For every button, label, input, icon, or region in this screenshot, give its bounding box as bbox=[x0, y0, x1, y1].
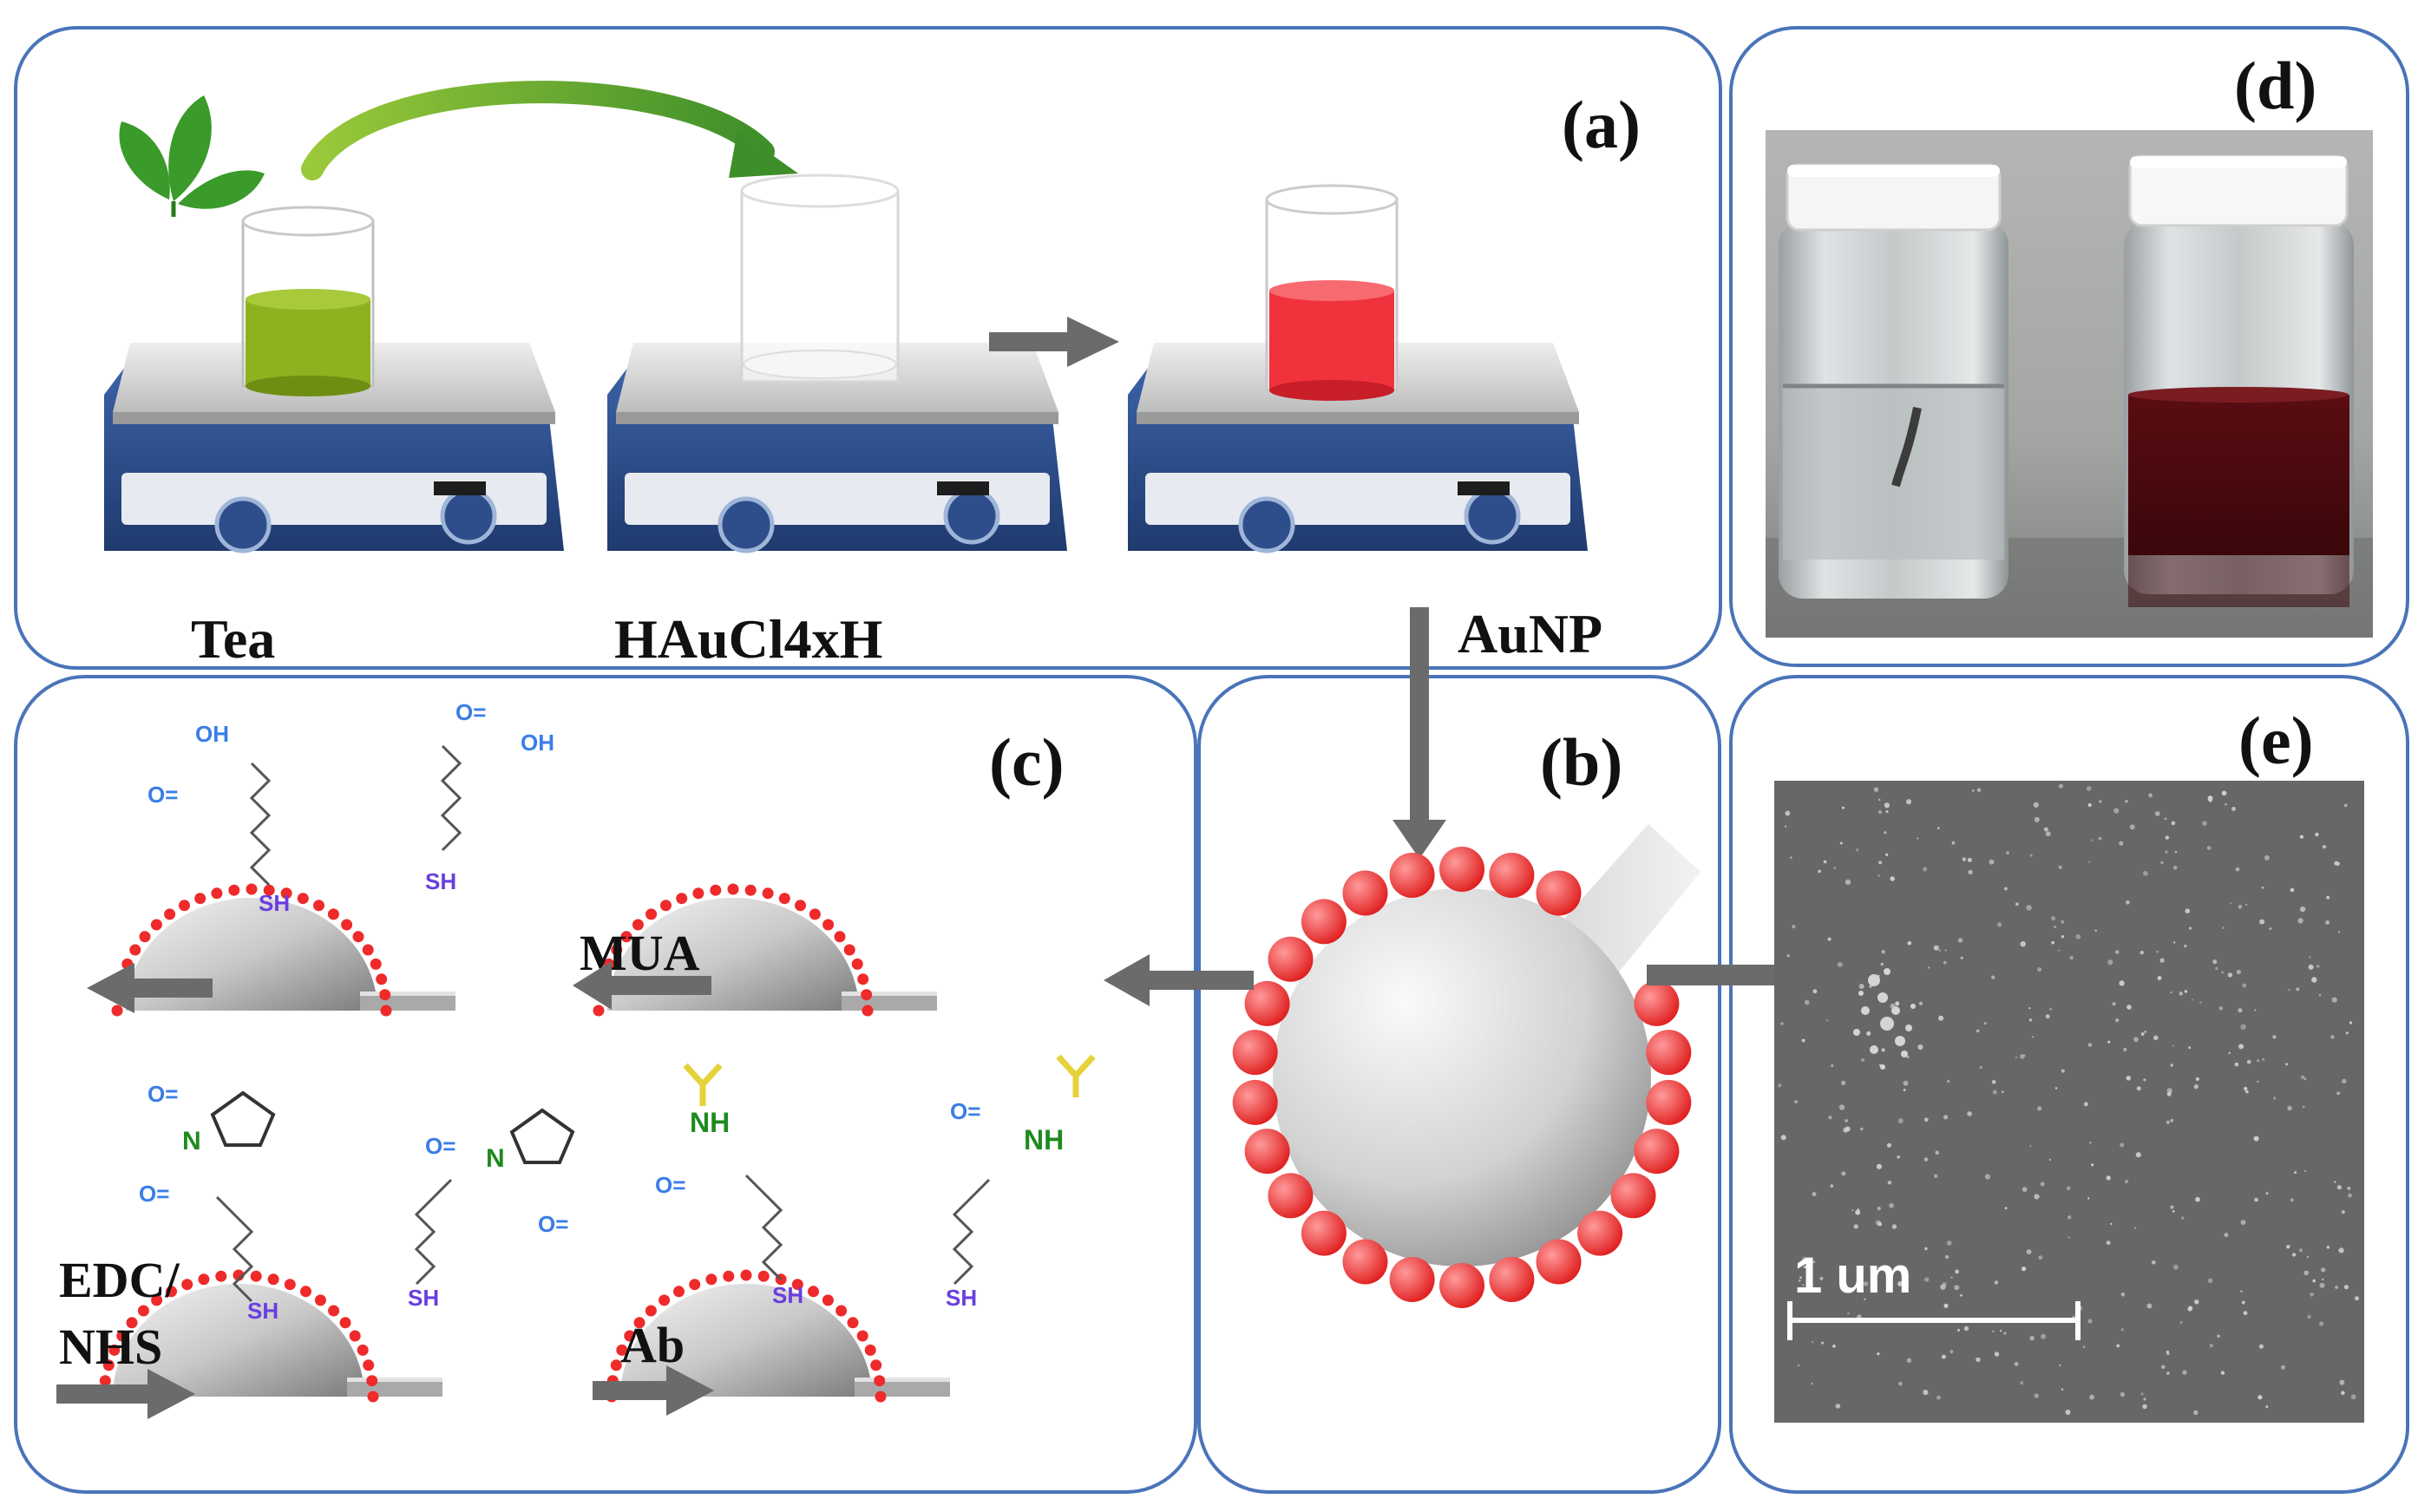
arrow-down-icon bbox=[1392, 607, 1446, 859]
panel-b-electrode bbox=[1232, 824, 1700, 1308]
arrow-left-icon-b-to-c bbox=[1104, 954, 1254, 1006]
n-label-1: N bbox=[182, 1127, 201, 1155]
o-label-1: O= bbox=[147, 782, 178, 808]
beaker-precursor bbox=[740, 173, 900, 383]
o-label-4: O= bbox=[139, 1181, 169, 1207]
precursor-label: HAuCl4xH bbox=[614, 608, 882, 670]
gold-nanoparticle bbox=[1439, 1263, 1484, 1308]
panel-d-photo bbox=[1766, 130, 2373, 638]
gold-nanoparticle bbox=[1268, 936, 1314, 982]
sh-label-6: SH bbox=[946, 1285, 977, 1311]
n-label-2: N bbox=[486, 1144, 505, 1173]
o-label-6: O= bbox=[538, 1211, 568, 1237]
gold-nanoparticle bbox=[1489, 1257, 1535, 1302]
gold-electrode-disk bbox=[1273, 888, 1651, 1267]
oh-label-1: OH bbox=[195, 721, 229, 747]
o-label-2: O= bbox=[455, 699, 486, 725]
gold-nanoparticle bbox=[1342, 870, 1388, 916]
ab-label: Ab bbox=[620, 1317, 685, 1373]
sem-cluster bbox=[1853, 968, 1916, 1070]
gold-nanoparticle bbox=[1536, 870, 1582, 916]
gold-nanoparticle bbox=[1536, 1239, 1582, 1285]
panel-label-a: (a) bbox=[1562, 87, 1641, 162]
arrow-connector-b-e-icon bbox=[1647, 965, 1786, 985]
gold-nanoparticle bbox=[1610, 1173, 1656, 1219]
red-vial bbox=[2124, 154, 2354, 607]
gold-nanoparticle bbox=[1232, 1030, 1278, 1076]
o-label-5: O= bbox=[425, 1133, 455, 1159]
scale-bar bbox=[1787, 1301, 2081, 1340]
panel-e-frame bbox=[1729, 675, 2409, 1494]
panel-e-sem: 1 um bbox=[1774, 781, 2364, 1423]
mua-chain-1: SH O= OH bbox=[147, 721, 290, 916]
panel-d-frame bbox=[1729, 26, 2409, 667]
panel-a-frame bbox=[14, 26, 1722, 670]
gold-nanoparticle bbox=[1634, 1129, 1680, 1175]
sh-label-4: SH bbox=[408, 1285, 439, 1311]
panel-label-b: (b) bbox=[1540, 724, 1622, 800]
aunp-label: AuNP bbox=[1458, 603, 1602, 664]
arrow-left-icon-out bbox=[87, 963, 213, 1013]
panel-label-d: (d) bbox=[2234, 48, 2316, 123]
gold-nanoparticle bbox=[1489, 853, 1535, 898]
o-label-3: O= bbox=[147, 1081, 178, 1107]
nhs-chain-2: SH N O= O= bbox=[408, 1108, 575, 1311]
gold-nanoparticle bbox=[1268, 1173, 1314, 1219]
curved-arrow-icon bbox=[301, 81, 798, 180]
panel-a-synthesis: Tea HAuCl4xH bbox=[104, 81, 1588, 670]
ab-chain-2: SH O= NH bbox=[946, 1054, 1096, 1311]
nhs-label: NHS bbox=[59, 1319, 162, 1375]
dome-electrode-3 bbox=[98, 1269, 442, 1403]
ab-chain-1: SH O= NH bbox=[655, 1063, 803, 1308]
nh-label-1: NH bbox=[690, 1107, 730, 1138]
gold-nanoparticle bbox=[1244, 1129, 1290, 1175]
scale-bar-label: 1 um bbox=[1794, 1247, 1911, 1304]
nanoparticle-ring bbox=[1232, 847, 1692, 1308]
panel-c-functionalization: MUA EDC/ NHS Ab SH O= OH bbox=[56, 699, 1096, 1419]
panel-b-frame bbox=[1197, 675, 1721, 1494]
gold-nanoparticle bbox=[1232, 1079, 1278, 1125]
nhs-chain-1: SH N O= O= bbox=[139, 1081, 278, 1324]
gold-nanoparticle bbox=[1301, 899, 1347, 945]
antibody-icon-2 bbox=[1056, 1054, 1096, 1097]
gold-nanoparticle bbox=[1646, 1030, 1692, 1076]
o-label-7: O= bbox=[655, 1172, 685, 1198]
sh-label-2: SH bbox=[425, 868, 456, 894]
beaker-tea bbox=[241, 206, 375, 396]
panel-c-frame bbox=[14, 675, 1197, 1494]
gold-nanoparticle bbox=[1342, 1239, 1388, 1285]
mua-chain-2: SH O= OH bbox=[425, 699, 554, 894]
hotplate-1 bbox=[104, 343, 564, 553]
gold-nanoparticle bbox=[1244, 980, 1290, 1026]
sh-label-1: SH bbox=[259, 890, 290, 916]
sh-label-3: SH bbox=[247, 1298, 278, 1324]
sem-image bbox=[1774, 781, 2364, 1423]
sh-label-5: SH bbox=[772, 1282, 803, 1308]
gold-nanoparticle bbox=[1577, 1210, 1623, 1256]
arrow-right-icon-edc bbox=[56, 1369, 195, 1419]
gold-nanoparticle bbox=[1439, 847, 1484, 892]
oh-label-2: OH bbox=[521, 730, 554, 756]
nh-label-2: NH bbox=[1024, 1124, 1064, 1155]
antibody-icon-1 bbox=[683, 1063, 723, 1106]
gold-nanoparticle bbox=[1634, 980, 1680, 1026]
edc-label: EDC/ bbox=[59, 1252, 180, 1308]
panel-label-e: (e) bbox=[2238, 703, 2314, 778]
tea-leaf-icon bbox=[119, 95, 265, 217]
panel-label-c: (c) bbox=[989, 724, 1065, 800]
hotplate-3 bbox=[1128, 343, 1588, 553]
clear-vial bbox=[1779, 163, 2008, 599]
beaker-aunp bbox=[1265, 184, 1399, 401]
tea-label: Tea bbox=[191, 608, 275, 670]
gold-nanoparticle bbox=[1301, 1210, 1347, 1256]
arrow-right-icon bbox=[989, 317, 1119, 367]
gold-nanoparticle bbox=[1389, 1257, 1435, 1302]
gold-nanoparticle bbox=[1389, 853, 1435, 898]
arrow-left-icon-mua bbox=[573, 961, 711, 1010]
gold-nanoparticle bbox=[1646, 1079, 1692, 1125]
sem-particles bbox=[1778, 783, 2359, 1416]
o-label-8: O= bbox=[950, 1098, 980, 1124]
arrow-right-icon-ab bbox=[593, 1365, 714, 1416]
